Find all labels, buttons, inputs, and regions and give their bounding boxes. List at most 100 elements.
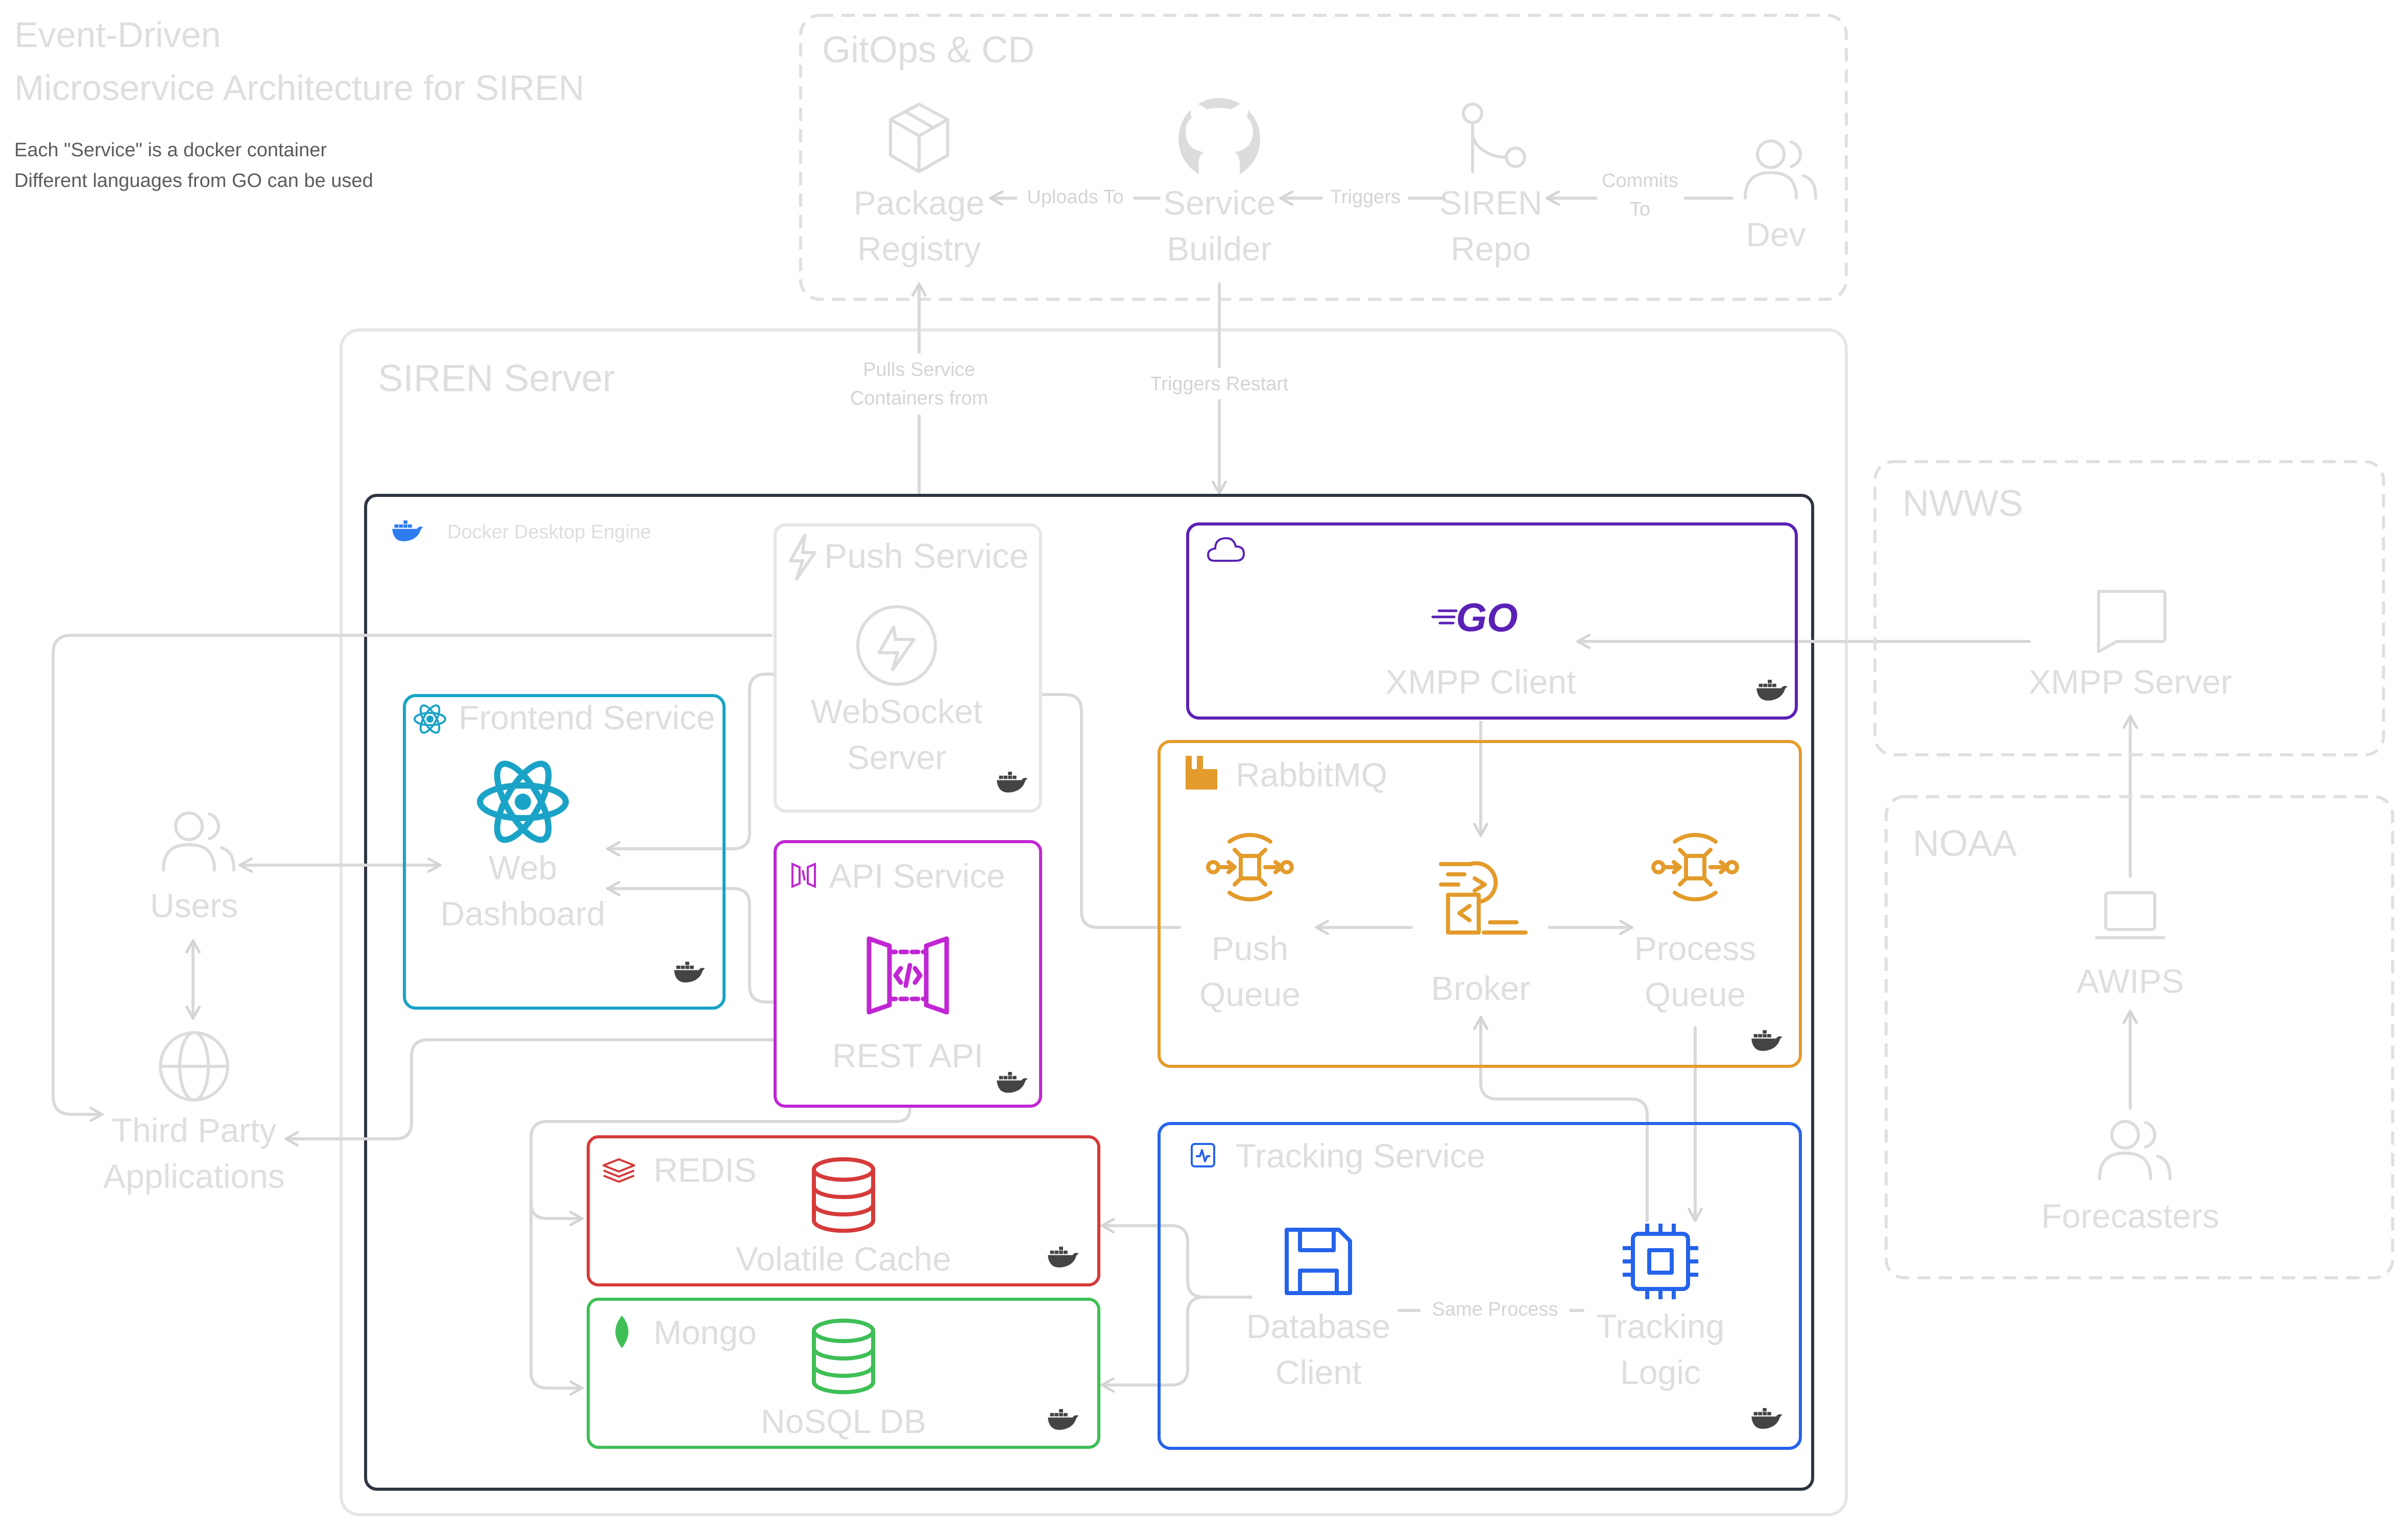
logic-broker-arrow: [1473, 1016, 1649, 1222]
mongo-title: Mongo: [654, 1314, 757, 1351]
triggers-bg: [1322, 184, 1408, 212]
docker-engine-label: Docker Desktop Engine: [447, 521, 651, 543]
frontend-service-title: Frontend Service: [459, 699, 715, 736]
docker-engine-icon: [392, 520, 423, 541]
uploads-to-label: Uploads To: [1027, 186, 1123, 208]
nosql-db-label: NoSQL DB: [761, 1402, 926, 1440]
title-line-2: Microservice Architecture for SIREN: [14, 68, 584, 108]
pushqueue-websocket-arrow: [983, 687, 1181, 929]
docker-engine-box: [364, 494, 1814, 1491]
github-icon: [1178, 98, 1260, 180]
gitops-title: GitOps & CD: [822, 30, 1034, 70]
same-process-bg: [1420, 1296, 1570, 1325]
third-party-label-1: Third Party: [112, 1111, 277, 1149]
tracking-service-box: [1158, 1122, 1802, 1450]
rest-api-icon: [866, 936, 949, 1015]
forecasters-label: Forecasters: [2041, 1197, 2219, 1235]
process-queue-icon: [1651, 833, 1739, 901]
triggers-restart-label: Triggers Restart: [1150, 373, 1289, 395]
websocket-label-2: Server: [847, 738, 946, 776]
title-line-1: Event-Driven: [14, 15, 221, 55]
redis-icon: [603, 1158, 635, 1183]
gitops-box: [799, 14, 1848, 301]
database-client-label-1: Database: [1246, 1307, 1391, 1345]
push-queue-label-2: Queue: [1199, 975, 1301, 1013]
thirdparty-restapi-arrow: [284, 1032, 833, 1147]
service-builder-label-2: Builder: [1167, 230, 1271, 268]
siren-server-title: SIREN Server: [378, 357, 615, 399]
cloud-icon: [1207, 537, 1245, 562]
redis-box: [587, 1135, 1100, 1286]
dbclient-redis-arrow: [1100, 1218, 1253, 1299]
database-icon: [812, 1319, 875, 1394]
restapi-dashboard-arrow: [606, 881, 835, 1004]
commits-to-label-1: Commits: [1602, 170, 1678, 192]
api-small-icon: [791, 862, 816, 889]
header: Event-Driven Microservice Architecture f…: [14, 15, 584, 192]
awips-label: AWIPS: [2077, 962, 2184, 1000]
volatile-cache-label: Volatile Cache: [736, 1240, 951, 1278]
commits-to-label-2: To: [1630, 199, 1650, 220]
same-process-label: Same Process: [1432, 1299, 1558, 1320]
noaa-title: NOAA: [1913, 823, 2017, 864]
cpu-icon: [1623, 1224, 1698, 1299]
siren-repo-label-2: Repo: [1451, 230, 1531, 268]
docker-icon: [1751, 1408, 1783, 1429]
globe-icon: [159, 1031, 229, 1102]
forecasters-icon: [2098, 1120, 2172, 1180]
push-service-group: Push Service WebSocket Server: [774, 523, 1042, 813]
noaa-group: NOAA AWIPS Forecasters: [1885, 795, 2394, 1279]
process-queue-label-1: Process: [1634, 929, 1756, 967]
nwws-box: [1873, 460, 2385, 756]
xmpp-client-group: GO XMPP Client: [1186, 522, 1798, 720]
mongo-group: Mongo NoSQL DB: [587, 1298, 1100, 1449]
docker-icon: [674, 962, 705, 983]
react-icon: [414, 704, 446, 734]
push-service-box: [774, 523, 1042, 813]
git-branch-icon: [1462, 103, 1526, 173]
api-service-group: API Service REST API: [774, 840, 1042, 1108]
pulls-bg: [834, 353, 1004, 415]
siren-repo-label-1: SIREN: [1439, 184, 1543, 222]
commits-to-bg: [1597, 163, 1684, 225]
mongo-box: [587, 1298, 1100, 1449]
rabbitmq-box: [1158, 740, 1802, 1068]
dev-label: Dev: [1746, 216, 1805, 253]
xmpp-client-label: XMPP Client: [1386, 663, 1576, 701]
third-party-label-2: Applications: [103, 1157, 285, 1195]
xmpp-client-box: [1186, 522, 1798, 720]
tracking-logic-label-2: Logic: [1620, 1353, 1701, 1391]
rabbitmq-group: RabbitMQ Push Queue Broker: [1158, 740, 1802, 1068]
laptop-icon: [2095, 891, 2165, 939]
web-dashboard-label-2: Dashboard: [441, 895, 606, 933]
siren-server-box: [340, 328, 1848, 1516]
websocket-icon: [856, 605, 937, 686]
redis-group: REDIS Volatile Cache: [587, 1135, 1100, 1286]
docker-engine-group: Docker Desktop Engine: [364, 494, 1814, 1491]
pulls-label-1: Pulls Service: [863, 359, 975, 380]
xmpp-server-label: XMPP Server: [2029, 663, 2232, 701]
users-label: Users: [150, 887, 238, 924]
restapi-db-arrow: [529, 1086, 918, 1396]
frontend-service-group: Frontend Service Web Dashboard: [403, 694, 726, 1010]
go-logo-icon: GO: [1431, 595, 1518, 640]
rabbitmq-icon: [1186, 756, 1217, 790]
restapi-redis-arrow: [529, 1202, 584, 1226]
save-icon: [1285, 1228, 1352, 1295]
react-large-icon: [477, 760, 569, 843]
dev-users-icon: [1744, 139, 1817, 200]
package-registry-label-2: Registry: [857, 230, 981, 268]
gitops-group: GitOps & CD Package Registry Service Bui…: [799, 14, 1848, 301]
uploads-to-bg: [1017, 184, 1134, 212]
triggers-label: Triggers: [1330, 186, 1401, 208]
push-thirdparty-arrow: [52, 634, 773, 1122]
message-icon: [2097, 590, 2166, 653]
go-logo: GO: [1456, 595, 1518, 640]
tracking-service-group: Tracking Service Database Client Trackin…: [1158, 1122, 1802, 1450]
broker-label: Broker: [1431, 969, 1530, 1007]
external-actors: Users Third Party Applications: [103, 811, 285, 1195]
websocket-label-1: WebSocket: [811, 693, 982, 730]
lightning-icon: [789, 534, 816, 581]
push-service-title: Push Service: [824, 537, 1029, 576]
